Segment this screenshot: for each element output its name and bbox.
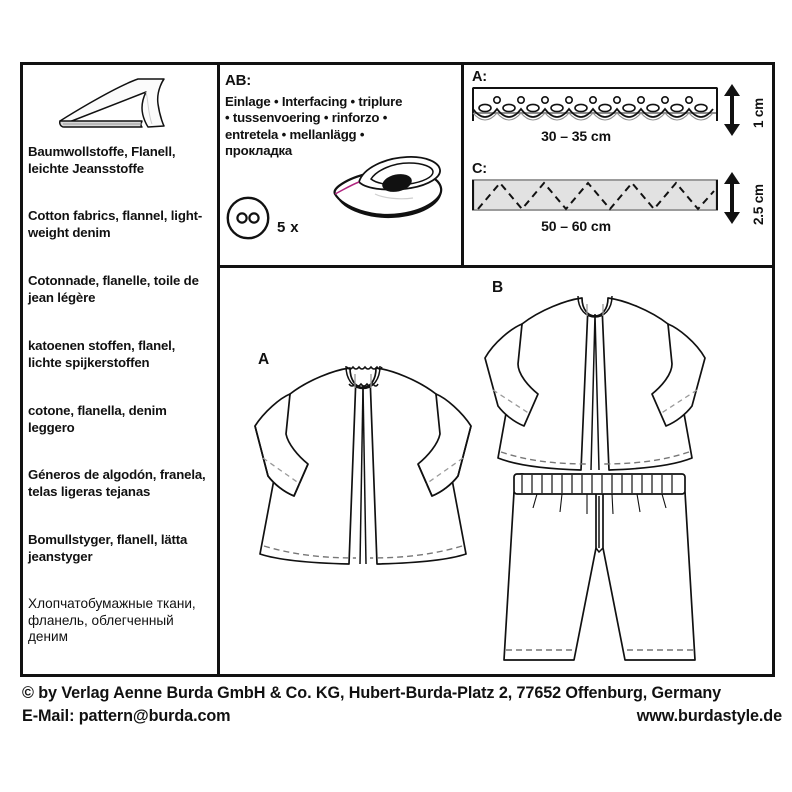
trim-c-length: 50 – 60 cm (541, 218, 611, 234)
garment-illustrations-panel: A B C (220, 268, 775, 674)
garment-a-label: A (258, 351, 269, 368)
garment-b-illustration (484, 295, 706, 471)
fabric-line-ru: Хлопчатобумажные ткани, фланель, облегче… (28, 596, 196, 644)
button-quantity-label: 5 x (277, 219, 300, 236)
trim-requirements-panel: A: C: (464, 62, 775, 266)
dimension-arrow-a (724, 84, 740, 136)
divider-horizontal (217, 265, 775, 268)
elastic-band-diagram (472, 179, 718, 211)
notions-title: AB: (225, 72, 252, 89)
trim-a-width: 1 cm (751, 98, 766, 128)
button-2-hole-icon (226, 196, 270, 240)
divider-vertical-left (217, 62, 220, 677)
footer: © by Verlag Aenne Burda GmbH & Co. KG, H… (22, 684, 782, 736)
fabric-line-fr: Cotonnade, flanelle, toile de jean légèr… (28, 273, 199, 305)
trim-a-length: 30 – 35 cm (541, 128, 611, 144)
garment-b-label: B (492, 279, 503, 296)
garment-a-illustration (254, 365, 472, 565)
fabric-line-it: cotone, flanella, denim leggero (28, 403, 167, 435)
iron-icon (329, 146, 454, 224)
fabric-line-de: Baumwollstoffe, Flanell, leichte Jeansst… (28, 144, 176, 176)
trim-c-width: 2.5 cm (751, 184, 766, 225)
fabric-line-es: Géneros de algodón, franela, telas liger… (28, 467, 206, 499)
lace-trim-diagram (472, 87, 718, 121)
fabric-line-en: Cotton fabrics, flannel, light-weight de… (28, 208, 203, 240)
notions-panel: AB: Einlage • Interfacing • triplure • t… (224, 68, 456, 264)
trim-a-label: A: (472, 69, 487, 85)
divider-vertical-middle (461, 62, 464, 266)
interfacing-text: Einlage • Interfacing • triplure • tusse… (225, 94, 403, 158)
garment-c-illustration (503, 473, 696, 661)
fabric-line-nl: katoenen stoffen, flanel, lichte spijker… (28, 338, 176, 370)
trim-c-label: C: (472, 161, 487, 177)
fabric-bolt-icon (52, 74, 192, 134)
dimension-arrow-c (724, 172, 740, 224)
button-quantity-group: 5 x (225, 195, 345, 247)
fabric-line-sv: Bomullstyger, flanell, lätta jeanstyger (28, 532, 188, 564)
website-text: www.burdastyle.de (636, 707, 782, 725)
copyright-text: © by Verlag Aenne Burda GmbH & Co. KG, H… (22, 684, 722, 702)
main-frame-border (20, 62, 775, 677)
suggested-fabrics-panel: Baumwollstoffe, Flanell, leichte Jeansst… (26, 68, 212, 671)
email-text: E-Mail: pattern@burda.com (22, 707, 231, 725)
